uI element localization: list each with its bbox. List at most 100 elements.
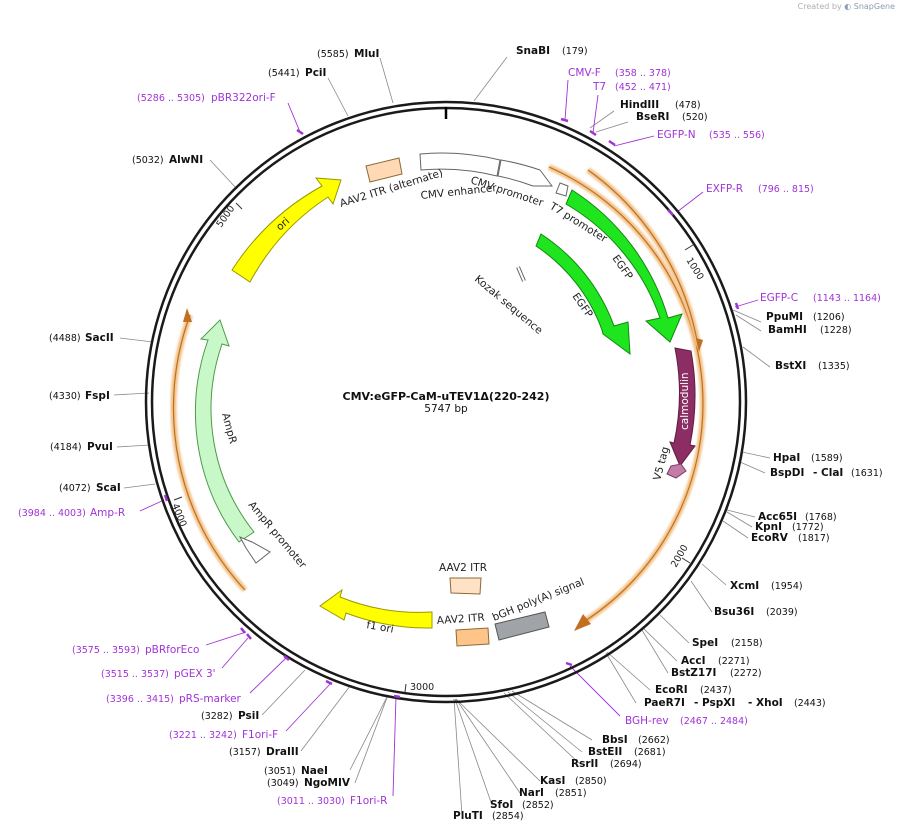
site-hpai-pos: (1589) (811, 453, 843, 464)
site-sacii-pos: (4488) (49, 333, 81, 344)
site-bsu36i-pos: (2039) (766, 607, 798, 618)
site-pluti-pos: (2854) (492, 811, 524, 822)
calmodulin-arrow[interactable] (669, 347, 696, 467)
primer-labels: CMV-F (358 .. 378) T7 (452 .. 471) EGFP-… (18, 67, 881, 807)
site-naei-pos: (3051) (264, 766, 296, 777)
site-bamhi-name: BamHI (768, 324, 807, 336)
map-length: 5747 bp (424, 403, 468, 415)
primer-cmvf-name: CMV-F (568, 67, 601, 79)
egfp-arrow-outer[interactable] (565, 189, 683, 343)
site-acc65i-pos: (1768) (805, 512, 837, 523)
site-ecori-name: EcoRI (655, 684, 688, 696)
label-kozak: Kozak sequence (472, 273, 545, 337)
site-bseri-pos: (520) (682, 112, 708, 123)
primer-cmvf-pos: (358 .. 378) (615, 68, 671, 79)
site-mlui-name: MluI (354, 48, 379, 60)
site-hpai-name: HpaI (773, 452, 800, 464)
ampr-promoter-arrow[interactable] (238, 535, 271, 564)
site-hindiii-name: HindIII (620, 99, 659, 111)
site-bstz17i-pos: (2272) (730, 668, 762, 679)
primer-prs-name: pRS-marker (179, 693, 242, 705)
primer-pgex-pos: (3515 .. 3537) (101, 669, 169, 680)
bgh-polya-arrow[interactable] (494, 611, 550, 641)
map-title: CMV:eGFP-CaM-uTEV1Δ(220-242) (343, 390, 550, 403)
primer-f1orir-name: F1ori-R (350, 795, 387, 807)
site-fspi-name: FspI (85, 390, 110, 402)
site-spei-pos: (2158) (731, 638, 763, 649)
site-sfoi-pos: (2852) (522, 800, 554, 811)
site-paer7i-pos: (2443) (794, 698, 826, 709)
site-kasi-name: KasI (540, 775, 565, 787)
primer-egfpn-pos: (535 .. 556) (709, 130, 765, 141)
f1-ori-arrow[interactable] (319, 588, 433, 629)
site-ppumi-name: PpuMI (766, 311, 803, 323)
site-hindiii-pos: (478) (675, 100, 701, 111)
site-bbsi-pos: (2662) (638, 735, 670, 746)
leader-lines (113, 56, 771, 816)
site-ecorv-name: EcoRV (751, 532, 789, 544)
primer-prs-pos: (3396 .. 3415) (106, 694, 174, 705)
site-xcmi-name: XcmI (730, 580, 759, 592)
primer-exfpr-name: EXFP-R (706, 183, 743, 195)
site-kpni-name: KpnI (755, 521, 782, 533)
aav2-itr-bottom[interactable] (449, 577, 482, 595)
label-aav2-itr-bottom: AAV2 ITR (436, 612, 485, 627)
primer-ampr-name: Amp-R (90, 507, 125, 519)
ori-arrow[interactable] (231, 177, 342, 283)
site-bstz17i-name: BstZ17I (671, 667, 716, 679)
egfp-arrow-inner[interactable] (535, 233, 631, 356)
site-bseri-name: BseRI (636, 111, 669, 123)
credit-prefix: Created by (797, 2, 842, 11)
site-pvui-pos: (4184) (50, 442, 82, 453)
primer-leaders (139, 79, 759, 797)
cmv-promoter-arrow[interactable] (497, 159, 553, 187)
primer-f1orif-name: F1ori-F (242, 729, 278, 741)
site-bsu36i-name: Bsu36I (714, 606, 754, 618)
site-bamhi-pos: (1228) (820, 325, 852, 336)
site-psii-pos: (3282) (201, 711, 233, 722)
t7-promoter-arrow[interactable] (555, 182, 569, 197)
primer-egfpc-pos: (1143 .. 1164) (813, 293, 881, 304)
features (194, 152, 696, 647)
site-sfoi-name: SfoI (490, 799, 513, 811)
aav2-itr-alternate[interactable] (365, 157, 403, 183)
site-xcmi-pos: (1954) (771, 581, 803, 592)
site-bspdi-pos: (1631) (851, 468, 883, 479)
site-alwni-name: AlwNI (169, 154, 203, 166)
primer-t7-name: T7 (592, 81, 606, 93)
primer-egfpc-name: EGFP-C (760, 292, 798, 304)
credit-brand: SnapGene (853, 2, 895, 11)
site-pvui-name: PvuI (87, 441, 113, 453)
primer-pbrforeco-pos: (3575 .. 3593) (72, 645, 140, 656)
site-rsrii-pos: (2694) (610, 759, 642, 770)
site-ngomiv-pos: (3049) (267, 778, 299, 789)
site-bbsi-name: BbsI (602, 734, 628, 746)
site-kasi-pos: (2850) (575, 776, 607, 787)
orf-arcs (170, 164, 706, 631)
site-ecorv-pos: (1817) (798, 533, 830, 544)
primer-pgex-name: pGEX 3' (174, 668, 216, 680)
site-clai-name: - ClaI (813, 467, 843, 479)
snapgene-logo-icon: ◐ (844, 2, 852, 11)
site-fspi-pos: (4330) (49, 391, 81, 402)
ampr-arrow[interactable] (194, 319, 255, 543)
aav2-itr-left[interactable] (455, 627, 490, 647)
primer-egfpn-name: EGFP-N (657, 129, 696, 141)
label-v5-tag: V5 tag (651, 445, 672, 481)
primer-t7-pos: (452 .. 471) (615, 82, 671, 93)
site-draiii-name: DraIII (266, 746, 299, 758)
primer-exfpr-pos: (796 .. 815) (758, 184, 814, 195)
site-kpni-pos: (1772) (792, 522, 824, 533)
primer-pbr322-pos: (5286 .. 5305) (137, 93, 205, 104)
site-labels: (5585) MluI (5441) PciI SnaBI (179) Hind… (49, 45, 883, 822)
v5-tag-arrow[interactable] (666, 463, 687, 479)
snapgene-credit: Created by ◐ SnapGene (798, 2, 895, 11)
cmv-enhancer-arrow[interactable] (419, 152, 501, 177)
site-bsteii-pos: (2681) (634, 747, 666, 758)
site-bstxi-pos: (1335) (818, 361, 850, 372)
site-pcii-name: PciI (305, 67, 326, 79)
site-sacii-name: SacII (85, 332, 114, 344)
site-draiii-pos: (3157) (229, 747, 261, 758)
label-ampr: AmpR (219, 412, 239, 445)
